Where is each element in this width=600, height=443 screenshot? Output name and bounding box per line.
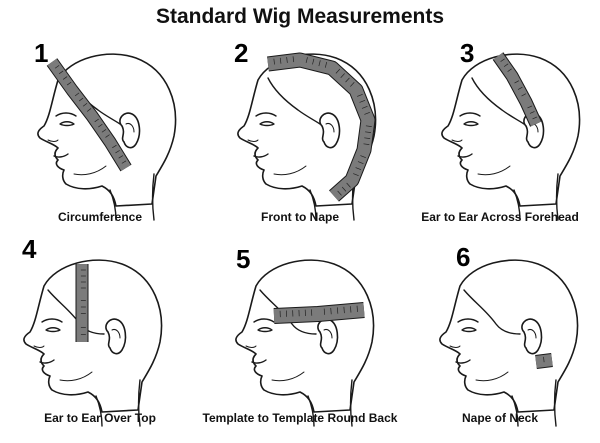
step-number: 3 (460, 38, 474, 68)
head-outline (24, 260, 162, 426)
step-number: 6 (456, 242, 470, 272)
measuring-tape (81, 264, 86, 342)
measuring-tape (274, 306, 364, 317)
panel-ear-to-ear-forehead: 3 Ear to Ear Across Forehead (400, 28, 600, 243)
skull-outline (440, 260, 578, 412)
caption: Circumference (0, 210, 200, 225)
caption: Ear to Ear Over Top (0, 411, 200, 426)
step-number: 4 (22, 234, 37, 264)
panel-nape-of-neck: 6 Nape of Neck (400, 228, 600, 443)
head-outline (440, 260, 578, 426)
measuring-tape (536, 357, 552, 362)
caption: Nape of Neck (400, 411, 600, 426)
panel-circumference: 1 Circumference (0, 28, 200, 243)
caption: Ear to Ear Across Forehead (400, 210, 600, 225)
panel-front-to-nape: 2 Front to Nape (200, 28, 400, 243)
panel-ear-to-ear-over-top: 4 Ear to Ear Over Top (0, 228, 200, 443)
step-number: 5 (236, 244, 250, 274)
head-outline (236, 260, 374, 426)
skull-outline (236, 260, 374, 412)
page-title: Standard Wig Measurements (0, 4, 600, 30)
panel-template-to-template: 5 Template to Template Round Back (200, 228, 400, 443)
step-number: 2 (234, 38, 248, 68)
step-number: 1 (34, 38, 48, 68)
caption: Front to Nape (200, 210, 400, 225)
skull-outline (24, 260, 162, 412)
caption: Template to Template Round Back (200, 411, 400, 426)
